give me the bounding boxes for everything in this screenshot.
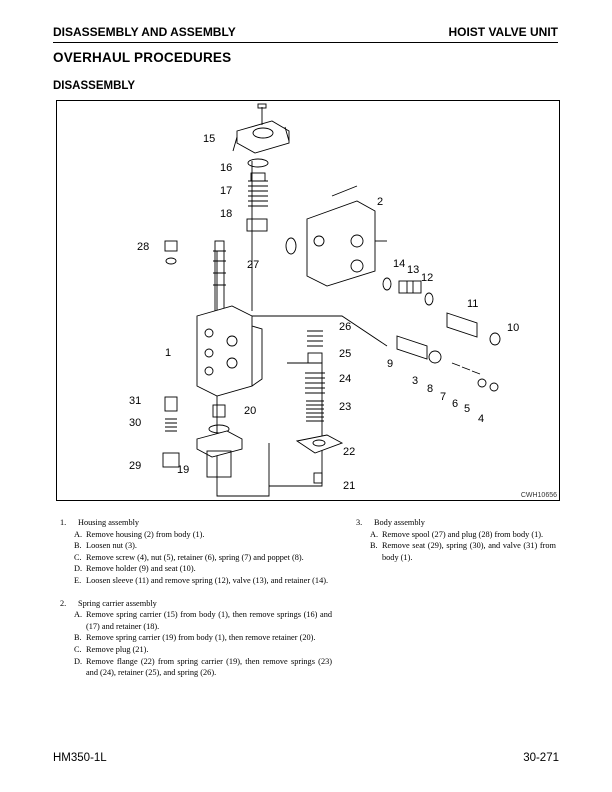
step-letter: B. xyxy=(74,541,82,551)
list-item: C. Remove screw (4), nut (5), retainer (6… xyxy=(60,552,332,564)
step-letter: C. xyxy=(74,552,82,562)
callout-24: 24 xyxy=(339,373,351,385)
list-item: D.Remove flange (22) from spring carrier… xyxy=(60,656,332,679)
section-title: Body assembly xyxy=(374,518,425,527)
step-letter: A. xyxy=(370,529,379,539)
header-section-title: DISASSEMBLY AND ASSEMBLY xyxy=(53,25,236,39)
step-letter: E. xyxy=(74,575,82,585)
list-item: A.Remove spring carrier (15) from body (… xyxy=(60,609,332,632)
callout-6: 6 xyxy=(452,398,458,410)
list-item: B. Remove spring carrier (19) from body (… xyxy=(60,632,332,644)
callout-16: 16 xyxy=(220,162,232,174)
figure-callouts: 15 16 17 18 28 27 1 31 30 29 19 20 2 14 … xyxy=(129,133,519,492)
section-heading: 1. Housing assembly xyxy=(60,517,332,529)
exploded-view-drawing: 15 16 17 18 28 27 1 31 30 29 19 20 2 14 … xyxy=(129,103,519,497)
callout-12: 12 xyxy=(421,272,433,284)
callout-27: 27 xyxy=(247,259,259,271)
step-text: Loosen nut (3). xyxy=(86,541,137,551)
list-item: E. Loosen sleeve (11) and remove spring (… xyxy=(60,575,332,587)
callout-13: 13 xyxy=(407,264,419,276)
callout-8: 8 xyxy=(427,383,433,395)
header-chapter-title: HOIST VALVE UNIT xyxy=(448,25,558,39)
section-number: 2. xyxy=(60,598,67,608)
callout-2: 2 xyxy=(377,196,383,208)
callout-30: 30 xyxy=(129,417,141,429)
callout-7: 7 xyxy=(440,391,446,403)
figure-code: CWH10656 xyxy=(520,492,557,499)
callout-22: 22 xyxy=(343,446,355,458)
callout-4: 4 xyxy=(478,413,484,425)
callout-21: 21 xyxy=(343,480,355,492)
list-item: A.Remove spool (27) and plug (28) from b… xyxy=(356,529,556,541)
callout-20: 20 xyxy=(244,405,256,417)
step-text: Remove seat (29), spring (30), and valve… xyxy=(382,541,556,562)
section-spring-carrier-assembly: 2.Spring carrier assembly A.Remove sprin… xyxy=(60,598,332,679)
callout-31: 31 xyxy=(129,395,141,407)
step-letter: A. xyxy=(74,610,83,620)
callout-14: 14 xyxy=(393,258,405,270)
callout-15: 15 xyxy=(203,133,215,145)
step-text: Remove spring carrier (15) from body (1)… xyxy=(86,610,332,631)
callout-1: 1 xyxy=(165,347,171,359)
page-header: DISASSEMBLY AND ASSEMBLY HOIST VALVE UNI… xyxy=(53,24,558,43)
callout-19: 19 xyxy=(177,464,189,476)
page-title: OVERHAUL PROCEDURES xyxy=(53,50,232,65)
step-letter: A. xyxy=(74,529,83,539)
step-text: Remove screw (4), nut (5), retainer (6),… xyxy=(86,552,304,562)
list-item: B. Loosen nut (3). xyxy=(60,540,332,552)
callout-28: 28 xyxy=(137,241,149,253)
step-text: Remove spring carrier (19) from body (1)… xyxy=(86,633,316,643)
step-text: Remove flange (22) from spring carrier (… xyxy=(86,656,332,678)
list-item: B. Remove seat (29), spring (30), and val… xyxy=(356,540,556,563)
page-number: 30-271 xyxy=(523,752,559,764)
list-item: D.Remove holder (9) and seat (10). xyxy=(60,563,332,575)
instructions-column-right: 3. Body assembly A.Remove spool (27) and … xyxy=(356,517,556,574)
step-letter: C. xyxy=(74,644,82,654)
callout-11: 11 xyxy=(467,298,478,310)
section-heading: 3. Body assembly xyxy=(356,517,556,529)
section-subtitle: DISASSEMBLY xyxy=(53,80,136,92)
section-body-assembly: 3. Body assembly A.Remove spool (27) and … xyxy=(356,517,556,563)
list-item: A.Remove housing (2) from body (1). xyxy=(60,529,332,541)
step-text: Remove spool (27) and plug (28) from bod… xyxy=(382,529,544,539)
section-housing-assembly: 1. Housing assembly A.Remove housing (2) … xyxy=(60,517,332,587)
step-text: Remove holder (9) and seat (10). xyxy=(86,564,196,574)
step-text: Loosen sleeve (11) and remove spring (12… xyxy=(86,575,329,585)
section-number: 1. xyxy=(60,518,67,527)
step-letter: D. xyxy=(74,564,83,574)
section-heading: 2. Spring carrier assembly xyxy=(60,598,332,610)
callout-23: 23 xyxy=(339,401,351,413)
callout-25: 25 xyxy=(339,348,351,360)
callout-3: 3 xyxy=(412,375,418,387)
step-letter: B. xyxy=(370,541,378,551)
section-title: Spring carrier assembly xyxy=(78,598,157,608)
instructions-column-left: 1.Housing assembly A.Remove housing (2) … xyxy=(60,517,332,690)
step-text: Remove housing (2) from body (1). xyxy=(86,529,205,539)
callout-26: 26 xyxy=(339,321,351,333)
section-title: Housing assembly xyxy=(78,518,140,527)
list-item: C. Remove plug (21). xyxy=(60,644,332,656)
callout-9: 9 xyxy=(387,358,393,370)
step-letter: B. xyxy=(74,633,82,643)
callout-29: 29 xyxy=(129,460,141,472)
step-letter: D. xyxy=(74,656,83,666)
callout-5: 5 xyxy=(464,403,470,415)
section-number: 3. xyxy=(356,518,363,527)
callout-10: 10 xyxy=(507,322,519,334)
step-text: Remove plug (21). xyxy=(86,644,149,654)
callout-18: 18 xyxy=(220,208,232,220)
callout-17: 17 xyxy=(220,185,232,197)
exploded-view-figure: 15 16 17 18 28 27 1 31 30 29 19 20 2 14 … xyxy=(56,100,560,501)
footer-model: HM350-1L xyxy=(53,752,107,764)
